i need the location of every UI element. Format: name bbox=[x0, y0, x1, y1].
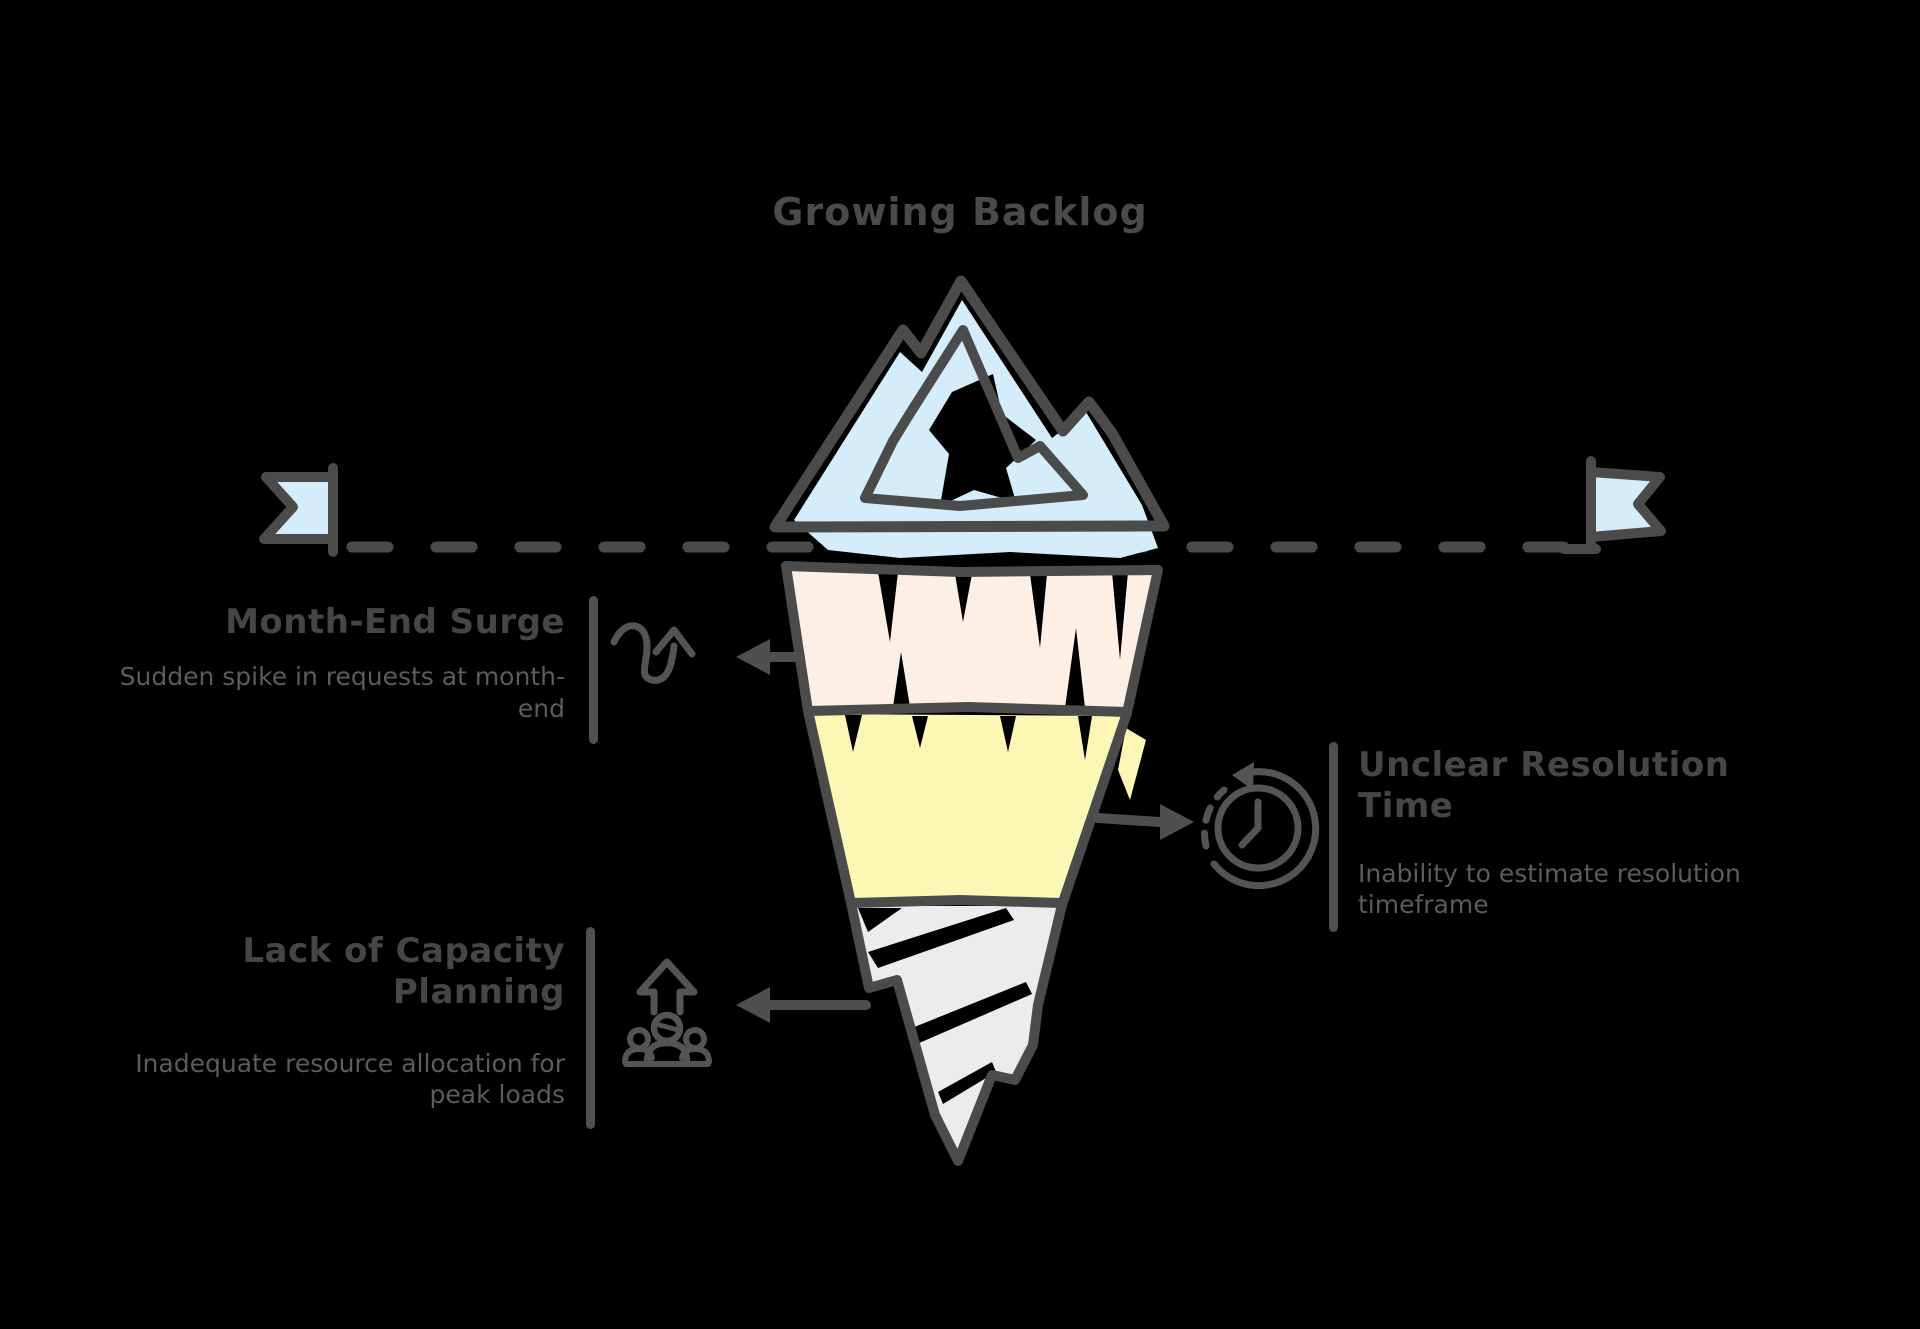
callout-month-end: Month-End Surge Sudden spike in requests… bbox=[85, 602, 565, 724]
arrow-to-month-end bbox=[736, 639, 805, 675]
month-end-connector-bar bbox=[589, 596, 598, 744]
iceberg-tip-inner-outline bbox=[860, 325, 1088, 511]
left-flag-icon bbox=[259, 463, 338, 557]
team-growth-arrow-icon bbox=[622, 958, 712, 1067]
resolution-connector-bar bbox=[1329, 742, 1338, 932]
capacity-description: Inadequate resource allocation for peak … bbox=[135, 1048, 565, 1110]
capacity-connector-bar bbox=[586, 927, 595, 1129]
right-flag-icon bbox=[1559, 456, 1666, 554]
iceberg-tip-sketch-gap bbox=[929, 374, 1036, 506]
layer-divider-2 bbox=[847, 894, 1066, 908]
diagram-title: Growing Backlog bbox=[772, 190, 1148, 234]
arrow-to-capacity bbox=[736, 987, 871, 1023]
month-end-title: Month-End Surge bbox=[225, 602, 565, 642]
iceberg-tip bbox=[769, 275, 1170, 558]
month-end-description: Sudden spike in requests at month-end bbox=[119, 662, 565, 723]
surge-curve-arrow-icon bbox=[610, 622, 696, 684]
arrow-to-resolution bbox=[1093, 804, 1194, 840]
capacity-title: Lack of Capacity Planning bbox=[242, 931, 565, 1013]
iceberg-layer-3 bbox=[856, 906, 1058, 1158]
iceberg-submerged-outline bbox=[781, 561, 1163, 1166]
layer-divider-1 bbox=[804, 701, 1131, 717]
iceberg-layer-2 bbox=[813, 714, 1146, 900]
iceberg-layer-1 bbox=[790, 570, 1155, 708]
resolution-description: Inability to estimate resolution timefra… bbox=[1358, 858, 1741, 920]
callout-capacity: Lack of Capacity Planning Inadequate res… bbox=[95, 931, 565, 1111]
iceberg-tip-outer-outline bbox=[769, 275, 1170, 533]
callout-resolution: Unclear Resolution Time Inability to est… bbox=[1358, 745, 1878, 921]
history-clock-icon bbox=[1200, 762, 1320, 890]
resolution-title: Unclear Resolution Time bbox=[1358, 745, 1730, 827]
